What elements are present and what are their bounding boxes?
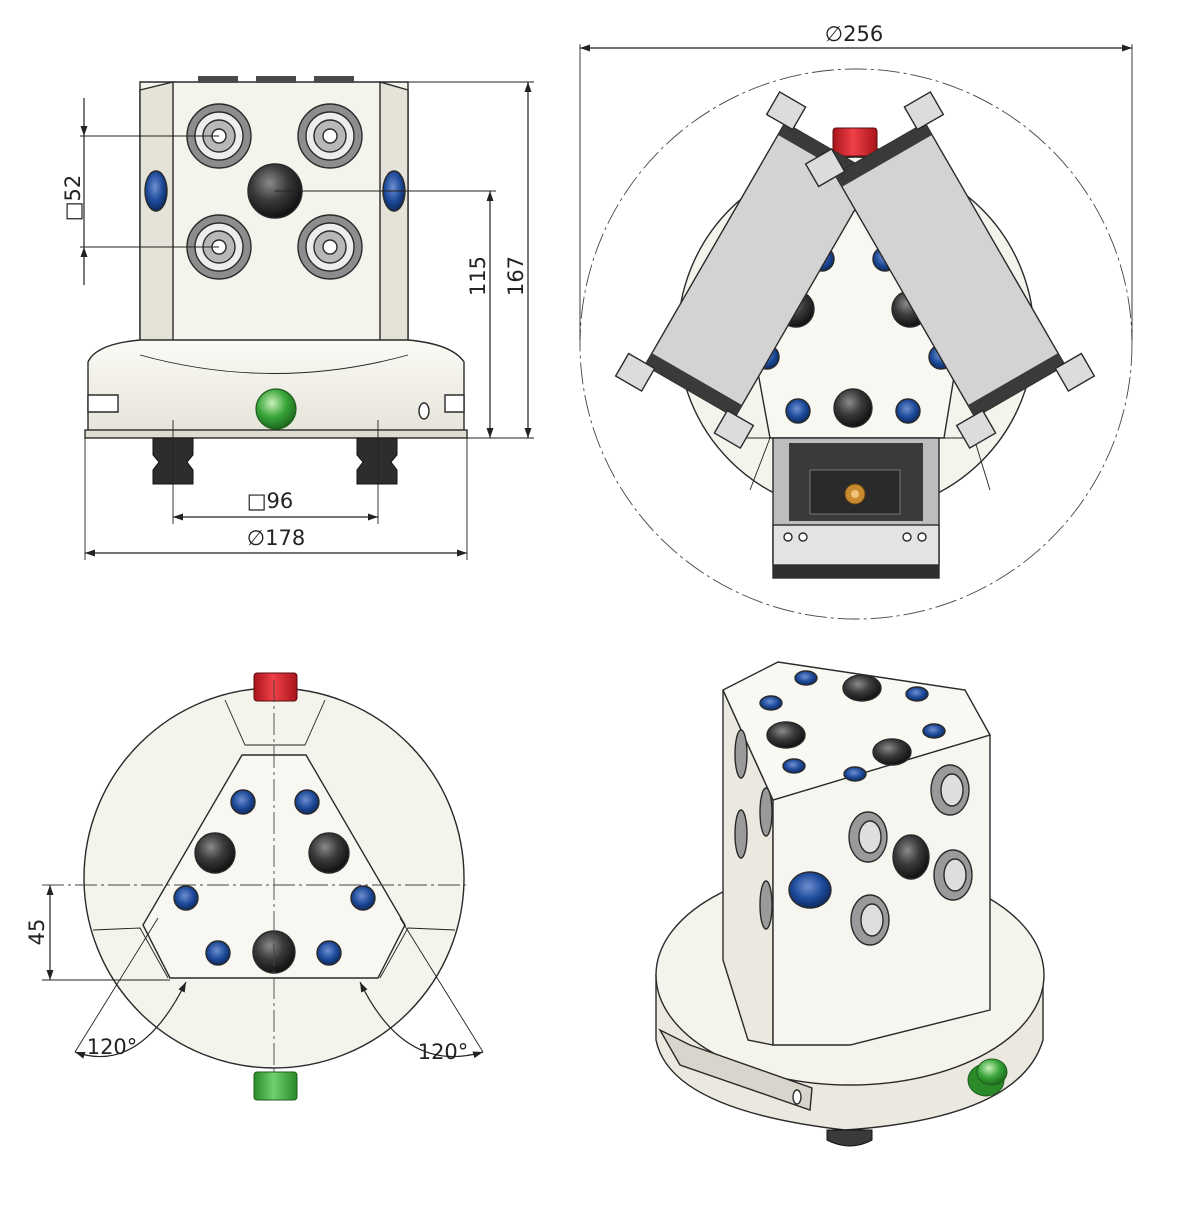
blue-plug-left	[144, 170, 168, 212]
red-plug-bottom-view	[253, 672, 298, 702]
red-plug-top	[832, 127, 878, 157]
top-connector-2	[256, 76, 296, 83]
iso-right-fittings	[848, 764, 973, 946]
front-base	[87, 339, 465, 433]
diameter-symbol-2: ∅	[825, 22, 843, 46]
iso-pull-stud	[826, 1129, 873, 1147]
front-view: □52 115 167 □96 ∅178	[61, 76, 534, 560]
green-plug	[255, 388, 297, 430]
dim-diameter-178: 178	[265, 526, 305, 550]
iso-slot-hole	[792, 1089, 802, 1105]
front-tower-right-facet	[379, 81, 409, 351]
green-plug-bottom-view	[253, 1071, 298, 1101]
dim-diameter-256: 256	[843, 22, 883, 46]
envelope-circle	[579, 68, 1133, 620]
dim-square-96: 96	[267, 489, 294, 513]
fitting-top-right	[297, 103, 363, 169]
svg-text:∅256: ∅256	[825, 22, 883, 46]
top-view: ∅256	[579, 22, 1133, 620]
angle-left-120: 120°	[87, 1035, 138, 1059]
dim-offset-45: 45	[25, 919, 49, 946]
angle-right-120: 120°	[418, 1040, 469, 1064]
gripper-right	[804, 91, 1096, 449]
iso-green-plug	[967, 1058, 1008, 1097]
iso-slot	[658, 1028, 813, 1111]
front-base-slot-left	[87, 394, 119, 413]
svg-text:□52: □52	[61, 175, 85, 222]
svg-text:□96: □96	[247, 489, 294, 513]
svg-text:∅178: ∅178	[247, 526, 305, 550]
dim-square-52: 52	[61, 175, 85, 202]
front-base-slot-right	[444, 394, 465, 413]
dim-height-115: 115	[466, 256, 490, 296]
diameter-symbol: ∅	[247, 526, 265, 550]
bottom-module	[772, 437, 940, 579]
top-connector-1	[198, 76, 238, 83]
square-symbol: □	[61, 201, 85, 221]
top-connector-3	[314, 76, 354, 83]
dim-height-167: 167	[504, 256, 528, 296]
iso-top-plugs	[759, 670, 946, 782]
pull-stud-right	[356, 437, 398, 485]
iso-blue-plug	[788, 871, 832, 909]
square-symbol-2: □	[247, 489, 267, 513]
iso-left-fittings	[734, 729, 773, 930]
fitting-bottom-right	[297, 214, 363, 280]
side-hole	[418, 402, 430, 420]
front-tower-left-facet	[139, 81, 174, 351]
bottom-view: 45 120° 120°	[25, 672, 484, 1101]
isometric-view	[655, 661, 1045, 1147]
front-base-plate	[84, 429, 468, 439]
